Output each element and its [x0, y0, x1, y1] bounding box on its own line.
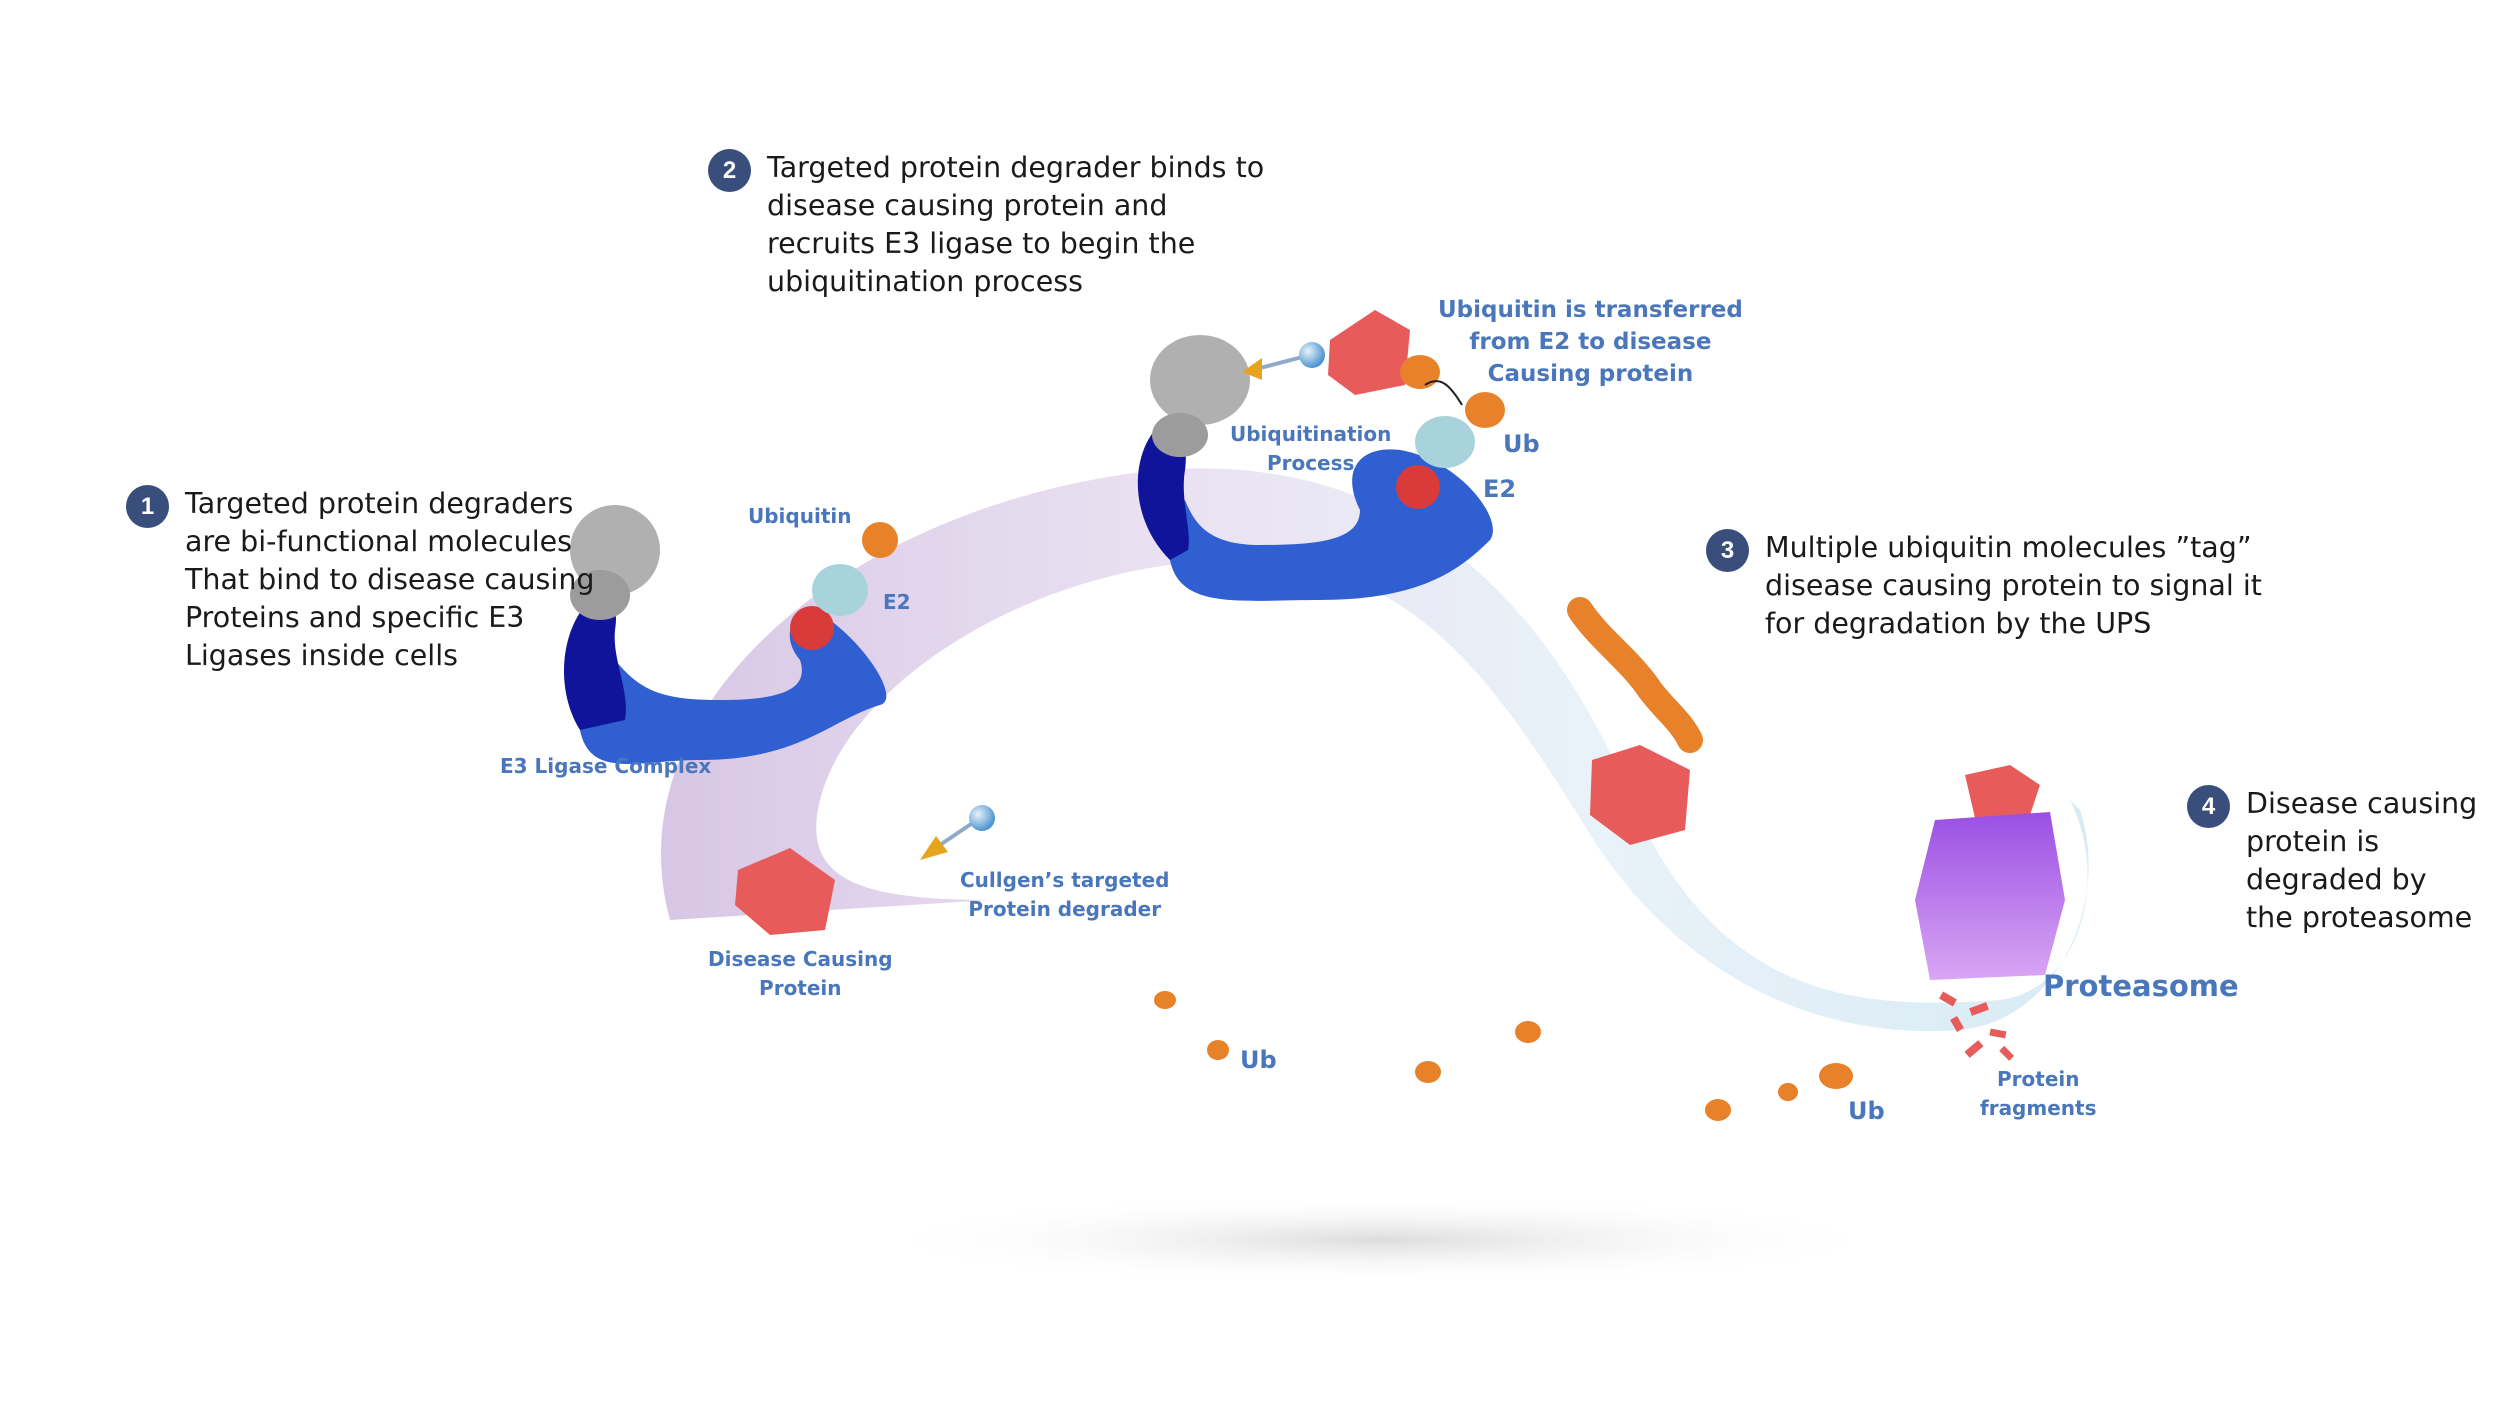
- tagged-disease-protein: [1567, 597, 1703, 845]
- ubiquitination-process-label: Ubiquitination Process: [1230, 422, 1392, 475]
- proteasome-complex: [1915, 765, 2065, 1061]
- ub-label-top: Ub: [1503, 430, 1540, 458]
- e3-ligase-complex-label: E3 Ligase Complex: [500, 754, 712, 778]
- step-3-badge: 3: [1706, 529, 1749, 572]
- e2-label-left: E2: [883, 590, 911, 614]
- step-2-text: Targeted protein degrader binds to disea…: [767, 151, 1265, 298]
- step-4-badge: 4: [2187, 785, 2230, 828]
- proteasome-label: Proteasome: [2043, 969, 2239, 1003]
- e3-ligase-complex-1: [563, 505, 898, 764]
- protein-fragments-label: Protein fragments: [1980, 1067, 2097, 1120]
- step-4-text: Disease causing protein is degraded by t…: [2246, 787, 2478, 934]
- step-3: 3 Multiple ubiquitin molecules ”tag” dis…: [1706, 529, 2262, 643]
- step-1: 1 Targeted protein degraders are bi-func…: [126, 485, 594, 675]
- ub-label-right: Ub: [1848, 1097, 1885, 1125]
- e2-label-top: E2: [1483, 475, 1517, 503]
- step-2: 2 Targeted protein degrader binds to dis…: [708, 149, 1264, 301]
- e3-ligase-complex-2: [1137, 310, 1505, 601]
- step-4: 4 Disease causing protein is degraded by…: [2187, 785, 2477, 937]
- floor-shadow: [860, 1195, 1900, 1285]
- ub-label-mid: Ub: [1240, 1046, 1277, 1074]
- ubiquitin-transferred-label: Ubiquitin is transferred from E2 to dise…: [1438, 297, 1743, 387]
- step-1-text: Targeted protein degraders are bi-functi…: [185, 487, 595, 672]
- targeted-degrader-label: Cullgen’s targeted Protein degrader: [960, 868, 1170, 921]
- step-1-badge: 1: [126, 485, 169, 528]
- step-2-badge: 2: [708, 149, 751, 192]
- targeted-degrader-molecule: [920, 805, 995, 860]
- ubiquitin-label: Ubiquitin: [748, 504, 852, 528]
- step-3-text: Multiple ubiquitin molecules ”tag” disea…: [1765, 531, 2262, 640]
- free-ubiquitin-cluster: [1154, 991, 1853, 1121]
- disease-causing-protein-1: [735, 848, 835, 935]
- disease-causing-protein-label: Disease Causing Protein: [708, 947, 893, 1000]
